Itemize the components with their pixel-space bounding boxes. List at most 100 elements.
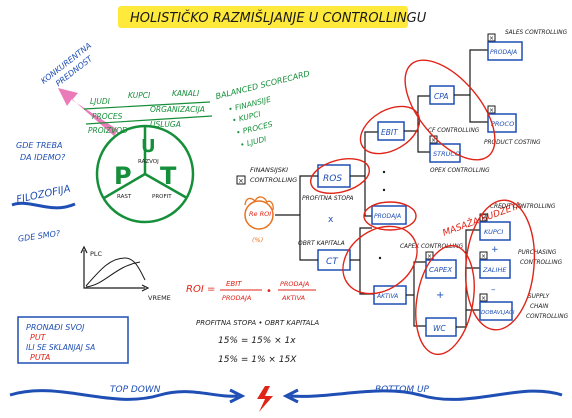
capex-checkbox <box>425 251 434 260</box>
zalihe-dobavljaci-minus: – <box>491 285 496 295</box>
row1-ljudi: LJUDI <box>90 97 111 106</box>
plc-curve-2 <box>85 261 141 288</box>
pronadi-line-3: ILI SE SKLANJAJ SA <box>26 343 95 352</box>
top-down-wave <box>9 389 239 401</box>
gde-smo-label: GDE SMO? <box>17 229 61 244</box>
prodaja2-box <box>487 41 523 61</box>
plc-axes <box>83 250 145 289</box>
finansijski-label-2: CONTROLLING <box>250 176 297 184</box>
struco-check-mark: × <box>431 137 436 144</box>
purchasing-label-1: PURCHASING <box>518 250 557 256</box>
formula-line-1: PROFITNA STOPA • OBRT KAPITALA <box>196 319 319 327</box>
formula-line-2: 15% = 15% × 1x <box>218 336 296 346</box>
row3-proizvod: PROIZVOD <box>88 126 128 135</box>
row1-kupci: KUPCI <box>128 91 151 100</box>
bottom-up-arrowhead <box>282 388 299 404</box>
finansijski-label-1: FINANSIJSKI <box>250 166 288 174</box>
kupci-zalihe-plus: + <box>491 245 499 255</box>
formula-dot: • <box>266 286 272 297</box>
plc-arrow-y <box>80 245 88 254</box>
tree-connectors-ebit <box>404 95 430 153</box>
roi-face-sub: (%) <box>252 236 263 244</box>
tree-x-label: x <box>328 215 334 225</box>
page-title: HOLISTIČKO RAZMIŠLJANJE U CONTROLLINGU <box>130 10 427 26</box>
tree-connectors-aktiva <box>406 261 426 327</box>
kupci-box <box>479 221 511 241</box>
capex-wc-plus: + <box>436 290 444 301</box>
put-razvoj: RAZVOJ <box>138 159 159 165</box>
roi-face-label: Re ROI <box>249 210 271 218</box>
row1-kanali: KANALI <box>172 89 200 98</box>
kupci-check-mark: × <box>481 215 486 222</box>
top-down-label: TOP DOWN <box>110 385 161 395</box>
dobavljaci-checkbox <box>479 293 488 302</box>
put-dividers <box>103 126 188 200</box>
row2-proces: PROCES <box>92 112 123 121</box>
supply-label-3: CONTROLLING <box>526 314 569 320</box>
wc-label: WC <box>433 324 446 333</box>
product-costing-label: PRODUCT COSTING <box>484 140 541 146</box>
gde-treba-label-2: DA IDEMO? <box>20 153 66 162</box>
roi-face <box>244 200 274 230</box>
prodaja-box <box>371 205 407 225</box>
plc-arrow-x <box>141 284 150 292</box>
plc-x-label: VREME <box>148 294 171 302</box>
lightning-icon <box>257 386 273 412</box>
zalihe-label: ZALIHE <box>482 266 507 274</box>
red-loops <box>310 59 536 356</box>
obrt-kapitala-label: OBRT KAPITALA <box>298 240 345 247</box>
bottom-up-label: BOTTOM UP <box>375 385 430 395</box>
tree-connectors-left <box>275 175 318 261</box>
pronadi-line-2: PUT <box>30 333 47 342</box>
row3-usluga: USLUGA <box>150 120 181 129</box>
formula-line-3: 15% = 1% × 15X <box>218 355 297 365</box>
pronadi-line-4: PUTA <box>30 353 50 362</box>
competitive-advantage-arrow <box>58 88 118 136</box>
kupci-label: KUPCI <box>484 228 503 236</box>
cf-controlling-label: CF CONTROLLING <box>428 128 480 134</box>
capex-controlling-label: CAPEX CONTROLLING <box>400 244 464 250</box>
title-highlight <box>118 6 408 28</box>
capex-check-mark: × <box>427 253 432 260</box>
put-profit: PROFIT <box>152 194 172 200</box>
proco-label: PROCO <box>491 120 514 128</box>
dobavljaci-check-mark: × <box>481 295 486 302</box>
row-line-2 <box>85 115 213 125</box>
top-down-arrowhead <box>229 388 246 404</box>
profitna-stopa-label: PROFITNA STOPA <box>302 195 354 202</box>
struco-label: STRUCO <box>433 150 460 158</box>
row-line-1 <box>83 101 211 110</box>
pronadi-line-1: PRONAĐI SVOJ <box>26 323 85 332</box>
finansijski-check-mark: × <box>238 177 244 185</box>
gde-treba-label-1: GDE TREBA <box>16 141 62 150</box>
formula-roi: ROI = <box>186 284 215 295</box>
dobavljaci-label: DOBAVLJAČI <box>481 309 515 316</box>
zalihe-checkbox <box>479 251 488 260</box>
finansijski-checkbox <box>236 175 246 185</box>
put-letter-t: T <box>160 162 177 190</box>
roi-face-hair <box>244 196 274 211</box>
plc-y-label: PLC <box>90 250 103 258</box>
zalihe-box <box>479 259 511 279</box>
purchasing-label-2: CONTROLLING <box>520 260 563 266</box>
prodaja2-label: PRODAJA <box>490 49 517 56</box>
proco-box <box>487 113 517 133</box>
proco-check-mark: × <box>489 107 494 114</box>
formula-prodaja-2: PRODAJA <box>280 280 309 288</box>
aktiva-label: AKTIVA <box>376 293 398 300</box>
prodaja-label: PRODAJA <box>374 213 401 220</box>
formula-prodaja-1: PRODAJA <box>222 294 251 302</box>
ros-label: ROS <box>323 174 342 184</box>
formula-aktiva: AKTIVA <box>281 294 305 302</box>
put-letter-p: P <box>114 162 132 190</box>
cpa-label: CPA <box>434 92 449 101</box>
filozofija-label: FILOZOFIJA <box>15 184 71 206</box>
supply-label-2: CHAIN <box>530 304 549 310</box>
tree-dot-2 <box>382 188 386 192</box>
tree-connectors-ros <box>350 131 378 217</box>
tree-dot-3 <box>378 256 382 260</box>
tree-connectors-ct <box>350 227 374 295</box>
sales-controlling-label: SALES CONTROLLING <box>505 30 568 36</box>
proco-checkbox <box>487 105 496 114</box>
